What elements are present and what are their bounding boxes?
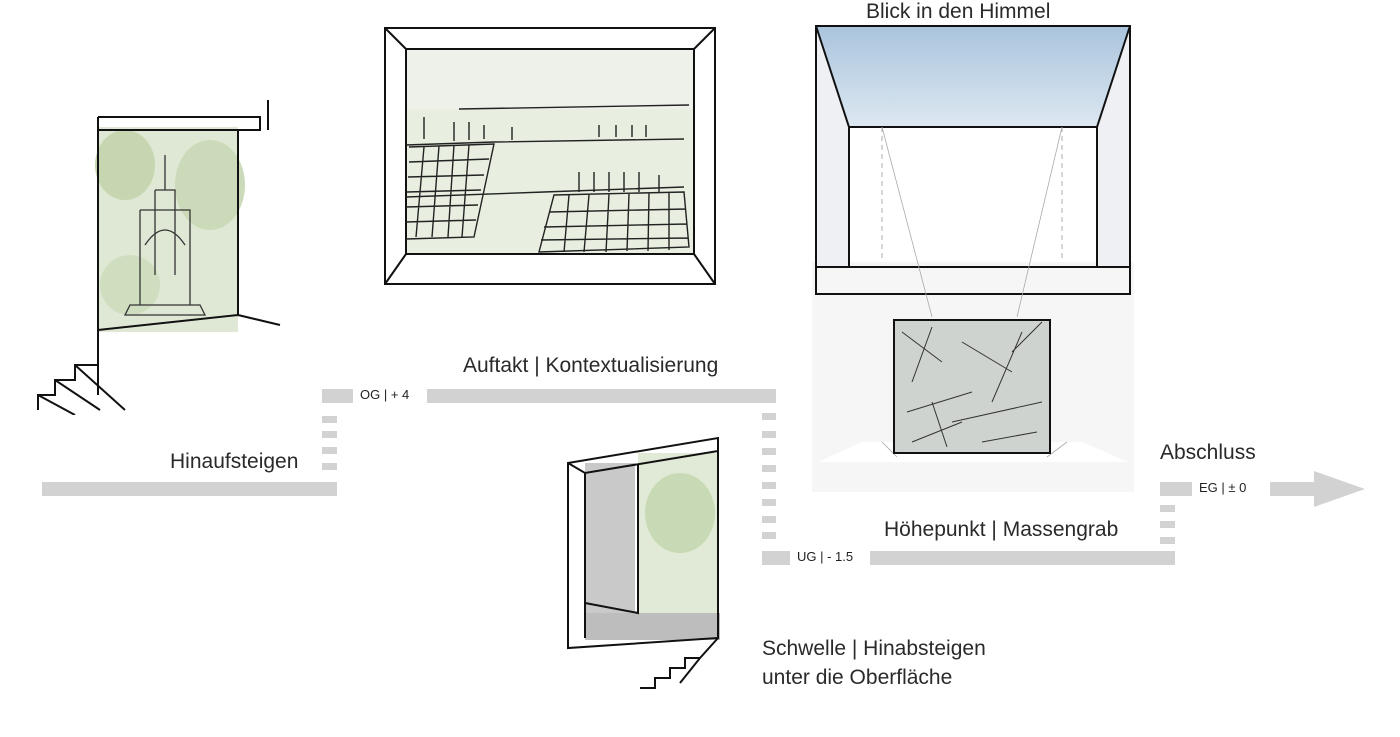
path-eg-start [1160,482,1192,496]
arrow-right-icon [1314,471,1365,507]
level-eg-label: EG | ± 0 [1199,480,1247,495]
path-eg [1270,482,1316,496]
stair-step [1160,505,1175,512]
level-ug-label: UG | - 1.5 [797,549,854,564]
stage-threshold-line1: Schwelle | Hinabsteigen [762,637,986,660]
stair-step [762,431,776,438]
monument-room-sketch [37,100,281,415]
stair-step [762,516,776,523]
path-ground-start [42,482,337,496]
path-og [427,389,776,403]
stage-ascend-label: Hinaufsteigen [170,450,299,473]
stair-step [762,499,776,506]
stage-climax-label: Höhepunkt | Massengrab [884,518,1119,541]
stair-step [322,463,337,470]
path-og-start [322,389,353,403]
path-ug-start [762,551,790,565]
stair-step [322,431,337,438]
stair-step [762,448,776,455]
stage-threshold-line2: unter die Oberfläche [762,666,953,689]
stair-step [1160,537,1175,544]
threshold-room-sketch [567,436,720,689]
stage-prelude-label: Auftakt | Kontextualisierung [463,354,719,377]
level-og-label: OG | + 4 [360,387,410,402]
skylight-sketch [812,25,1134,492]
stair-step [1160,521,1175,528]
landscape-frame-sketch [384,27,716,285]
stair-step [322,416,337,423]
stair-step [762,532,776,539]
stage-end-label: Abschluss [1160,441,1256,464]
path-ug [870,551,1175,565]
stair-step [322,447,337,454]
stair-step [762,413,776,420]
stair-step [762,482,776,489]
stage-sky-label: Blick in den Himmel [866,0,1051,23]
stair-step [762,465,776,472]
